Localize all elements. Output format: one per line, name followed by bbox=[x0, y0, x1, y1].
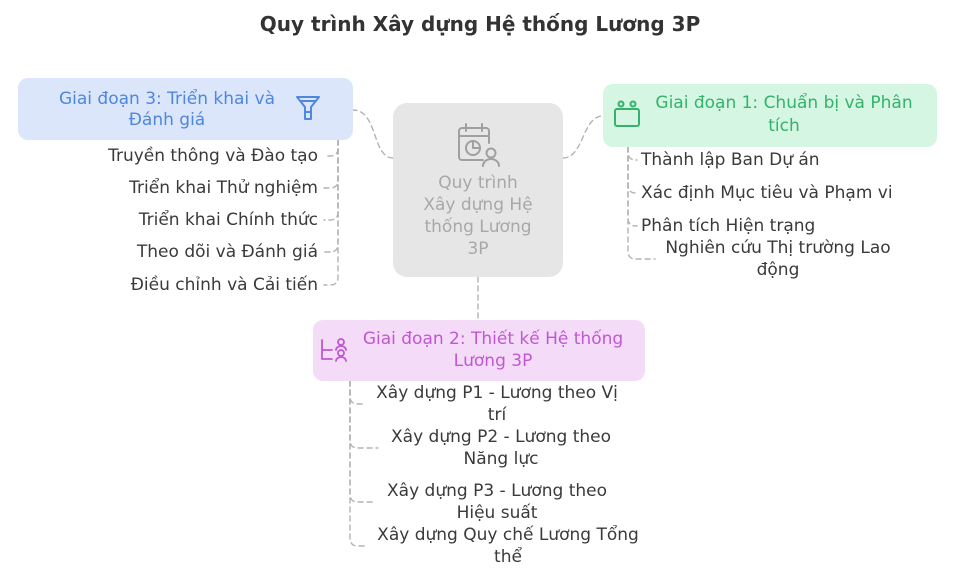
funnel-icon bbox=[294, 94, 322, 122]
stage-3-child-5: Điều chỉnh và Cải tiến bbox=[130, 275, 318, 295]
stage-1-child-2: Xác định Mục tiêu và Phạm vi bbox=[641, 183, 893, 203]
connector-stage-3-child bbox=[323, 139, 339, 189]
stage-3-child-2: Triển khai Thử nghiệm bbox=[129, 178, 318, 198]
connector-stage-3-child bbox=[323, 139, 339, 286]
stage-1-label: Giai đoạn 1: Chuẩn bị và Phân tích bbox=[655, 93, 913, 136]
stage-3-node: Giai đoạn 3: Triển khai và Đánh giá bbox=[18, 78, 353, 140]
stage-2-node: Giai đoạn 2: Thiết kế Hệ thống Lương 3P bbox=[313, 320, 645, 381]
connector-center-to-stage-1 bbox=[562, 115, 604, 159]
diagram-title: Quy trình Xây dựng Hệ thống Lương 3P bbox=[259, 12, 701, 36]
connector-stage-2-child bbox=[349, 380, 365, 405]
stage-2-child-2: Xây dựng P2 - Lương theo Năng lực bbox=[391, 427, 611, 469]
stage-2-label: Giai đoạn 2: Thiết kế Hệ thống Lương 3P bbox=[362, 329, 624, 371]
stage-1-node: Giai đoạn 1: Chuẩn bị và Phân tích bbox=[603, 84, 937, 147]
connector-stage-1-child bbox=[627, 146, 638, 227]
package-icon bbox=[613, 99, 641, 129]
connector-stage-3-child bbox=[323, 139, 339, 157]
org-chart-users-icon bbox=[319, 337, 349, 363]
stage-1-child-3: Phân tích Hiện trạng bbox=[641, 216, 816, 236]
stage-3-child-1: Truyền thông và Đào tạo bbox=[108, 146, 318, 166]
stage-1-child-4: Nghiên cứu Thị trường Lao động bbox=[665, 238, 891, 280]
center-node: Quy trình Xây dựng Hệ thống Lương 3P bbox=[393, 103, 563, 277]
stage-2-child-3: Xây dựng P3 - Lương theo Hiệu suất bbox=[387, 481, 607, 523]
stage-2-child-4: Xây dựng Quy chế Lương Tổng thể bbox=[377, 525, 639, 567]
stage-2-child-1: Xây dựng P1 - Lương theo Vị trí bbox=[376, 383, 618, 425]
connector-stage-1-child bbox=[627, 146, 656, 260]
calendar-chart-user-icon bbox=[456, 122, 500, 168]
connector-center-to-stage-3 bbox=[352, 109, 394, 159]
stage-3-label: Giai đoạn 3: Triển khai và Đánh giá bbox=[58, 89, 276, 130]
connector-stage-2-child bbox=[349, 380, 367, 547]
center-node-label: Quy trình Xây dựng Hệ thống Lương 3P bbox=[423, 173, 533, 259]
connector-stage-3-child bbox=[323, 139, 339, 221]
connector-stage-1-child bbox=[627, 146, 638, 161]
stage-1-child-1: Thành lập Ban Dự án bbox=[641, 150, 820, 170]
connector-stage-3-child bbox=[323, 139, 339, 253]
connector-stage-1-child bbox=[627, 146, 638, 194]
stage-3-child-3: Triển khai Chính thức bbox=[138, 210, 318, 230]
stage-3-child-4: Theo dõi và Đánh giá bbox=[136, 242, 318, 262]
